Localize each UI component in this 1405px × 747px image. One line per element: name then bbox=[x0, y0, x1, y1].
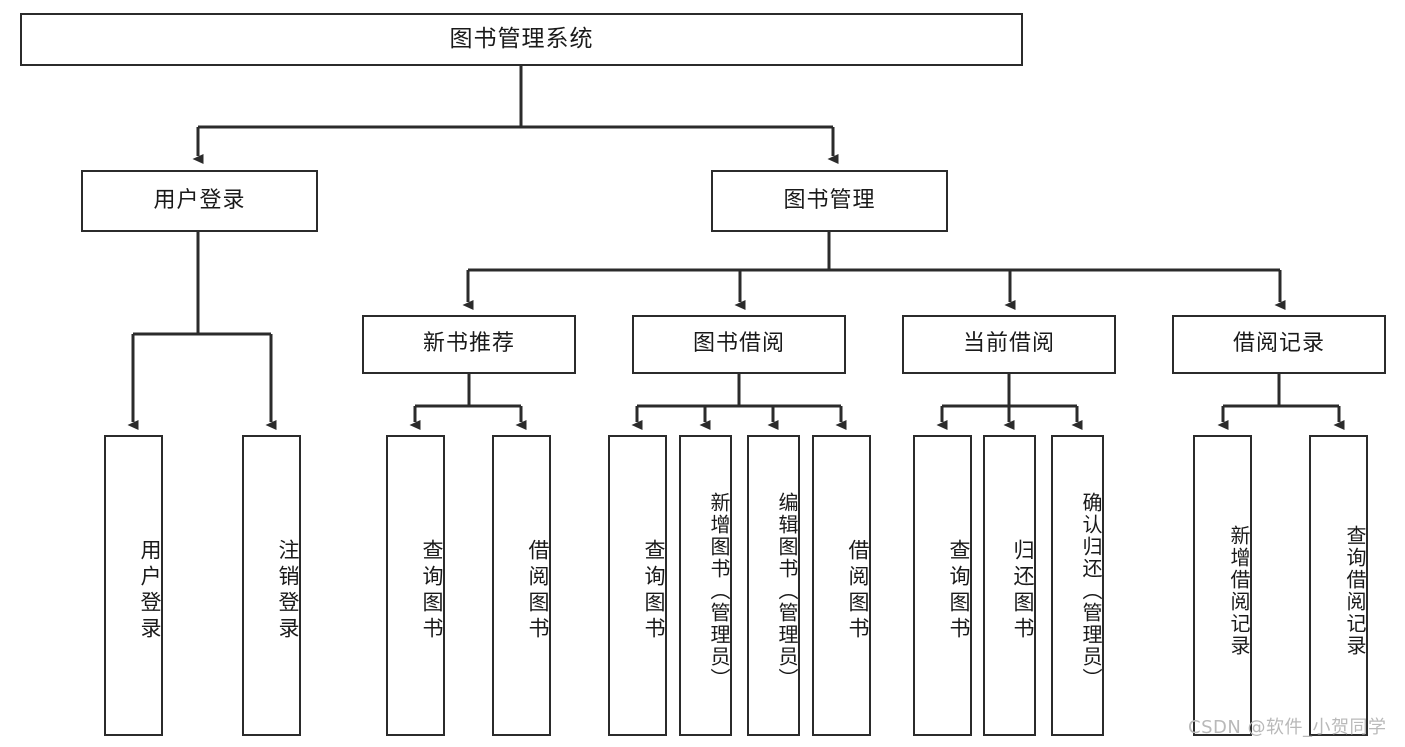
leaf-query-book-borrow[interactable]: 查询图书 bbox=[608, 435, 667, 736]
leaf-query-book-recommend[interactable]: 查询图书 bbox=[386, 435, 445, 736]
node-borrow-record[interactable]: 借阅记录 bbox=[1172, 315, 1386, 374]
node-label: 当前借阅 bbox=[962, 331, 1055, 357]
node-label: 注销登录 bbox=[276, 538, 300, 643]
node-label: 新增图书（管理员） bbox=[707, 491, 731, 690]
leaf-user-login[interactable]: 用户登录 bbox=[104, 435, 163, 736]
node-label: 归还图书 bbox=[1011, 538, 1035, 643]
node-current-borrow[interactable]: 当前借阅 bbox=[902, 315, 1116, 374]
node-label: 编辑图书（管理员） bbox=[775, 491, 799, 690]
node-label: 查询图书 bbox=[947, 538, 971, 643]
node-label: 图书管理 bbox=[783, 187, 876, 213]
node-root-library-system[interactable]: 图书管理系统 bbox=[20, 13, 1023, 66]
node-label: 用户登录 bbox=[153, 187, 246, 213]
node-label: 借阅记录 bbox=[1232, 331, 1325, 357]
leaf-user-logout[interactable]: 注销登录 bbox=[242, 435, 301, 736]
leaf-confirm-return-admin[interactable]: 确认归还（管理员） bbox=[1051, 435, 1104, 736]
node-label: 新增借阅记录 bbox=[1227, 524, 1251, 657]
leaf-query-book-current[interactable]: 查询图书 bbox=[913, 435, 972, 736]
node-label: 图书管理系统 bbox=[449, 25, 594, 52]
node-label: 新书推荐 bbox=[422, 331, 515, 357]
leaf-borrow-book-recommend[interactable]: 借阅图书 bbox=[492, 435, 551, 736]
node-book-management[interactable]: 图书管理 bbox=[711, 170, 948, 232]
node-user-login[interactable]: 用户登录 bbox=[81, 170, 318, 232]
node-label: 确认归还（管理员） bbox=[1079, 491, 1103, 690]
leaf-return-book[interactable]: 归还图书 bbox=[983, 435, 1036, 736]
node-label: 用户登录 bbox=[138, 538, 162, 643]
csdn-watermark: CSDN @软件_小贺同学 bbox=[1188, 717, 1387, 738]
leaf-edit-book-admin[interactable]: 编辑图书（管理员） bbox=[747, 435, 800, 736]
node-label: 图书借阅 bbox=[692, 331, 785, 357]
node-label: 查询借阅记录 bbox=[1343, 524, 1367, 657]
leaf-add-book-admin[interactable]: 新增图书（管理员） bbox=[679, 435, 732, 736]
node-label: 查询图书 bbox=[420, 538, 444, 643]
leaf-add-borrow-record[interactable]: 新增借阅记录 bbox=[1193, 435, 1252, 736]
node-new-book-recommend[interactable]: 新书推荐 bbox=[362, 315, 576, 374]
leaf-query-borrow-record[interactable]: 查询借阅记录 bbox=[1309, 435, 1368, 736]
node-book-borrow[interactable]: 图书借阅 bbox=[632, 315, 846, 374]
node-label: 查询图书 bbox=[642, 538, 666, 643]
leaf-borrow-book[interactable]: 借阅图书 bbox=[812, 435, 871, 736]
node-label: 借阅图书 bbox=[846, 538, 870, 643]
node-label: 借阅图书 bbox=[526, 538, 550, 643]
